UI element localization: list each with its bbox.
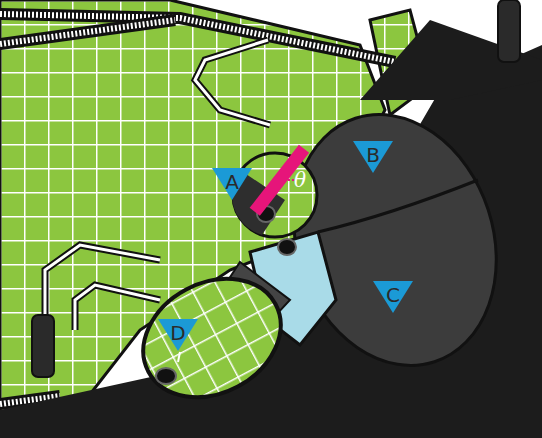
buckle <box>498 0 520 62</box>
callout-marker <box>353 141 393 173</box>
callout-letter: D <box>170 323 185 343</box>
cord <box>45 245 160 330</box>
callout-letter: A <box>225 172 239 192</box>
angle-leader <box>284 179 294 181</box>
angle-bar <box>250 145 309 216</box>
callout-letter: B <box>366 145 380 165</box>
callout-marker <box>158 319 198 351</box>
callout-marker <box>373 281 413 313</box>
rivet-hole <box>156 368 176 384</box>
hip-pad <box>123 256 302 421</box>
callout-letter: C <box>386 285 400 305</box>
buckle <box>32 315 54 377</box>
rivet-hole <box>278 239 296 255</box>
cord <box>195 40 270 125</box>
seam-line <box>318 180 478 232</box>
callout-leader <box>178 352 180 362</box>
pack-body <box>0 45 542 438</box>
cord <box>195 40 270 125</box>
cord <box>45 245 160 330</box>
callout-marker <box>212 168 252 200</box>
angle-symbol: θ <box>294 170 306 190</box>
